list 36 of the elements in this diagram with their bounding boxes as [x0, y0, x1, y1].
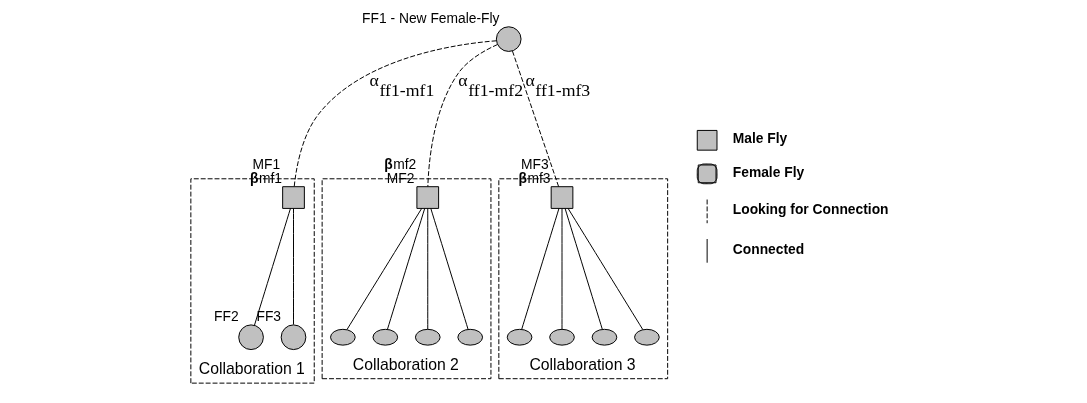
connector: [293, 40, 497, 187]
node-label: FF3: [255, 308, 281, 325]
connector: [429, 207, 469, 330]
node-ellipse: [372, 328, 398, 346]
node-ellipse: [506, 328, 532, 346]
node-circle: [280, 324, 306, 351]
legend-label: Looking for Connection: [732, 201, 889, 218]
node-circle: [495, 26, 522, 52]
node-box: [415, 186, 439, 209]
connector: [561, 207, 562, 330]
legend-label: Male Fly: [732, 129, 787, 146]
node-ellipse: [456, 328, 483, 346]
node-box: [550, 186, 573, 209]
node-ellipse: [414, 328, 441, 346]
connector: [567, 207, 643, 330]
node-ellipse: [633, 328, 660, 346]
connector: [386, 207, 425, 330]
node-circle: [237, 324, 264, 351]
connector: [520, 207, 559, 330]
connector: [253, 207, 291, 326]
node-box: [281, 186, 305, 209]
connector: [511, 50, 559, 188]
node-label: FF2: [213, 308, 239, 325]
node-label: MF1: [252, 156, 280, 173]
connector: [292, 207, 294, 325]
node-ellipse: [329, 328, 356, 346]
node-label: FF1 - New Female-Fly: [361, 10, 499, 27]
legend-label: Connected: [732, 240, 804, 257]
connector: [426, 44, 498, 188]
connector: [564, 207, 603, 330]
legend-label: Female Fly: [732, 163, 804, 180]
connector: [426, 207, 428, 330]
connector: [346, 207, 422, 330]
node-ellipse: [591, 328, 617, 346]
node-ellipse: [548, 328, 575, 346]
node-label: MF3: [520, 156, 549, 173]
